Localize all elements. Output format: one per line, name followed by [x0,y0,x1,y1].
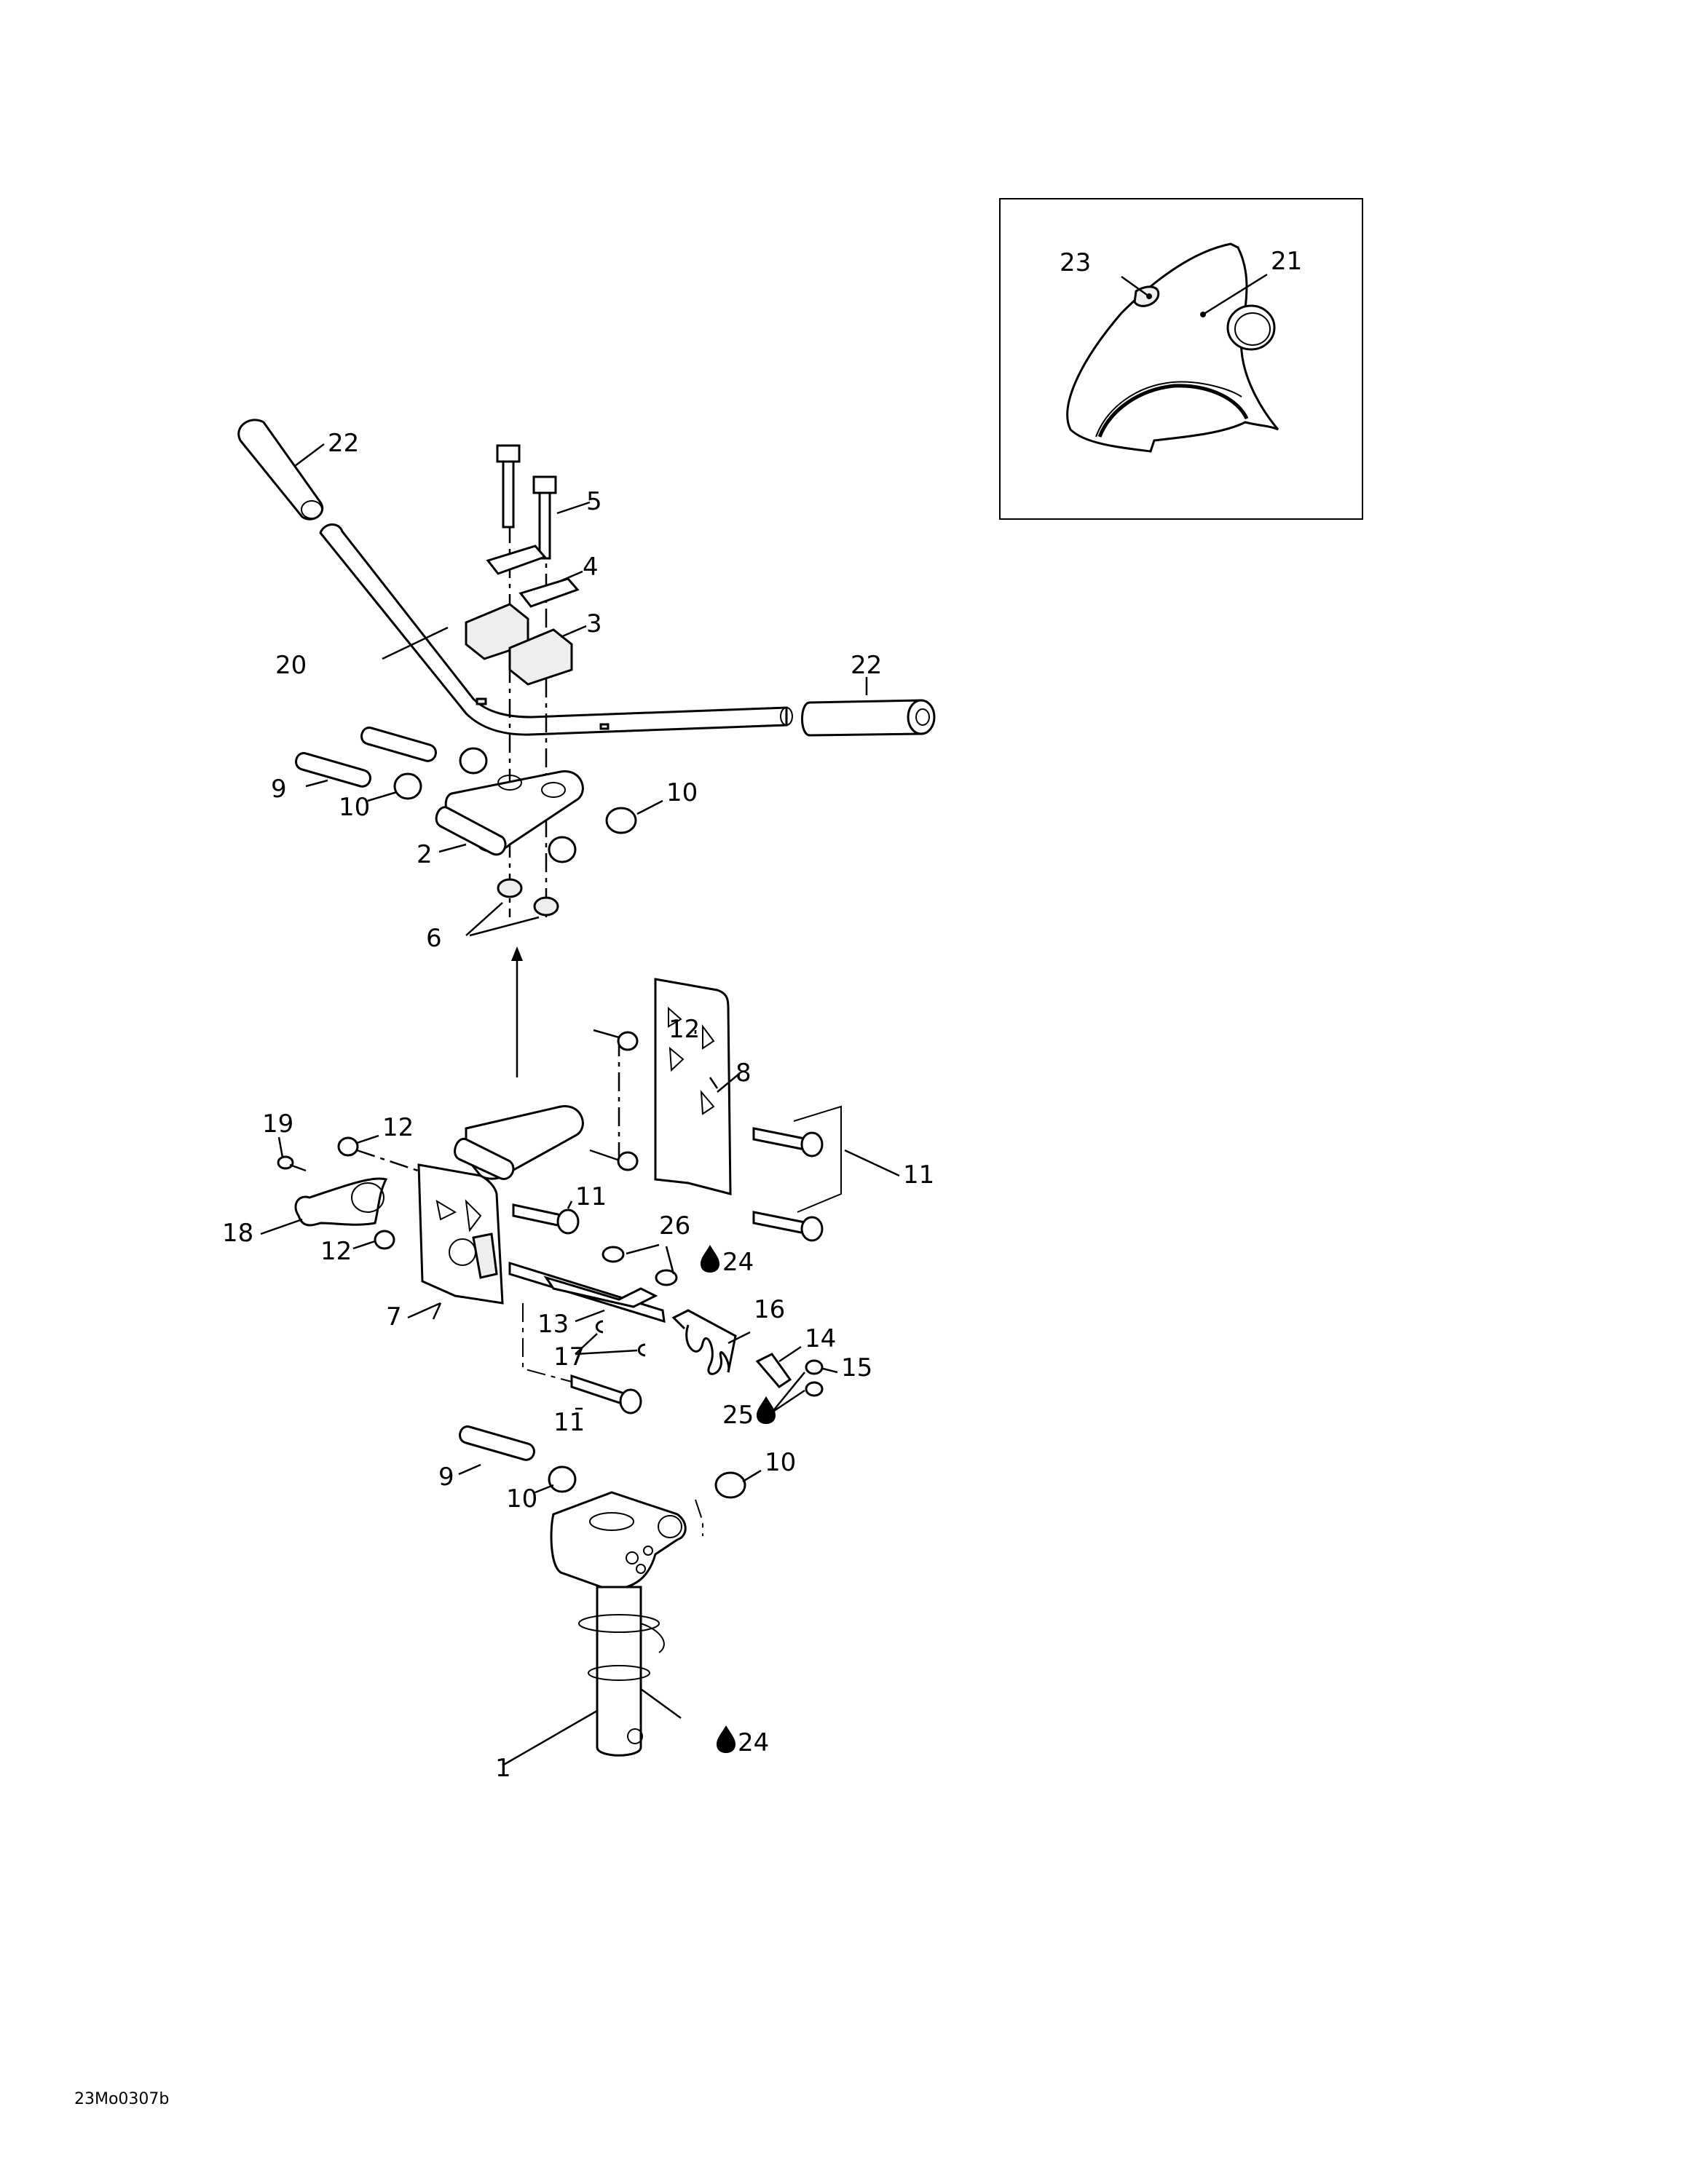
tube-9-upper-b [295,752,371,788]
washer-12-left [337,1136,359,1157]
callout-10-lower-right: 10 [765,1448,796,1477]
bushing-10a [459,747,488,775]
callout-23: 23 [1060,248,1091,277]
callout-14: 14 [805,1324,836,1353]
clamp-cap-3b [508,628,573,686]
tube-9-lower [459,1425,535,1461]
bolt-5b-head [532,475,557,494]
callout-9-upper: 9 [271,775,287,804]
callout-13: 13 [537,1310,569,1339]
handlebar-assembly: 22 20 22 [237,419,936,737]
callout-22-left: 22 [328,429,359,458]
figure-code: 23Mo0307b [74,2090,169,2108]
nut-6a [497,878,523,898]
callout-10-upper-right: 10 [666,778,698,807]
handlebar-clamp-parts: 5 4 3 [465,444,602,917]
callout-1: 1 [495,1754,511,1783]
callout-18: 18 [222,1219,253,1248]
callout-10-lower-left: 10 [506,1484,537,1514]
callout-9-lower: 9 [438,1463,454,1492]
clamp-plate-4b [518,577,580,608]
clip-17a [595,1320,604,1334]
lower-bracket-assembly: 8 12 11 7 12 12 [222,978,934,1437]
callout-11-lower: 11 [553,1408,585,1437]
bolt-11-lower [570,1374,628,1407]
washer-26a [602,1246,625,1263]
bolt-11-middle [512,1203,566,1228]
callout-10-upper-left: 10 [339,793,370,822]
callout-16: 16 [754,1295,785,1324]
callout-17: 17 [553,1342,585,1372]
callout-12-left: 12 [382,1113,414,1142]
callout-12-top: 12 [669,1015,700,1044]
washer-12-lower [374,1230,395,1250]
callout-12-lower: 12 [320,1237,352,1266]
callout-19: 19 [262,1109,293,1139]
clamp-plate-4a [486,545,547,575]
assembly-arrow [511,946,523,1077]
bushing-10c [605,807,637,834]
steering-column-1 [596,1586,642,1757]
bolt-11-right-upper [752,1127,810,1152]
screw-15a [805,1359,824,1375]
washer-26b [655,1269,678,1286]
left-grip [237,419,323,521]
bolt-5a-head [496,444,521,463]
callout-11-right: 11 [903,1160,934,1190]
steering-column-assembly: 9 10 10 1 24 [438,1425,796,1783]
lower-clamp-assembly: 9 10 10 2 6 [271,727,698,953]
inset-frame [999,198,1363,520]
spring-16 [671,1309,737,1375]
tube-9-upper [360,727,437,762]
bracket-8 [654,978,732,1195]
washer-12-top [617,1031,639,1051]
nut-6b [533,896,559,917]
callout-26: 26 [659,1211,690,1241]
drop-icon-25 [757,1396,776,1424]
screw-19 [277,1155,294,1170]
bushing-10d [548,836,577,863]
callout-4: 4 [583,553,599,582]
callout-21: 21 [1271,247,1302,276]
callout-8: 8 [735,1059,752,1088]
callout-20: 20 [275,651,307,680]
callout-25: 25 [722,1401,754,1430]
drop-icon-24-mid [701,1245,719,1273]
callout-3: 3 [586,609,602,638]
callout-15: 15 [841,1353,872,1382]
screw-15b [805,1381,824,1397]
callout-2: 2 [417,840,433,869]
drop-icon-24-lower [717,1725,735,1753]
clip-17b [637,1343,646,1357]
bolt-11-right-lower [752,1211,810,1235]
grip-heater-edge [1097,384,1249,438]
inset-grip-heater: 23 21 [999,198,1363,520]
callout-22-right: 22 [851,651,882,680]
callout-5: 5 [586,487,602,516]
column-head [550,1491,687,1592]
plate-14 [755,1353,792,1388]
callout-11-middle: 11 [575,1182,607,1211]
bushing-10-lower-right [714,1471,746,1499]
callout-24-mid: 24 [722,1248,754,1277]
handlebar-tube [319,523,788,736]
callout-6: 6 [426,924,442,953]
lever-18 [294,1177,388,1227]
callout-7: 7 [386,1302,402,1332]
bushing-10b [393,772,422,800]
washer-12-mid [617,1151,639,1171]
bushing-10-lower-left [548,1465,577,1493]
callout-24-lower: 24 [738,1728,769,1757]
